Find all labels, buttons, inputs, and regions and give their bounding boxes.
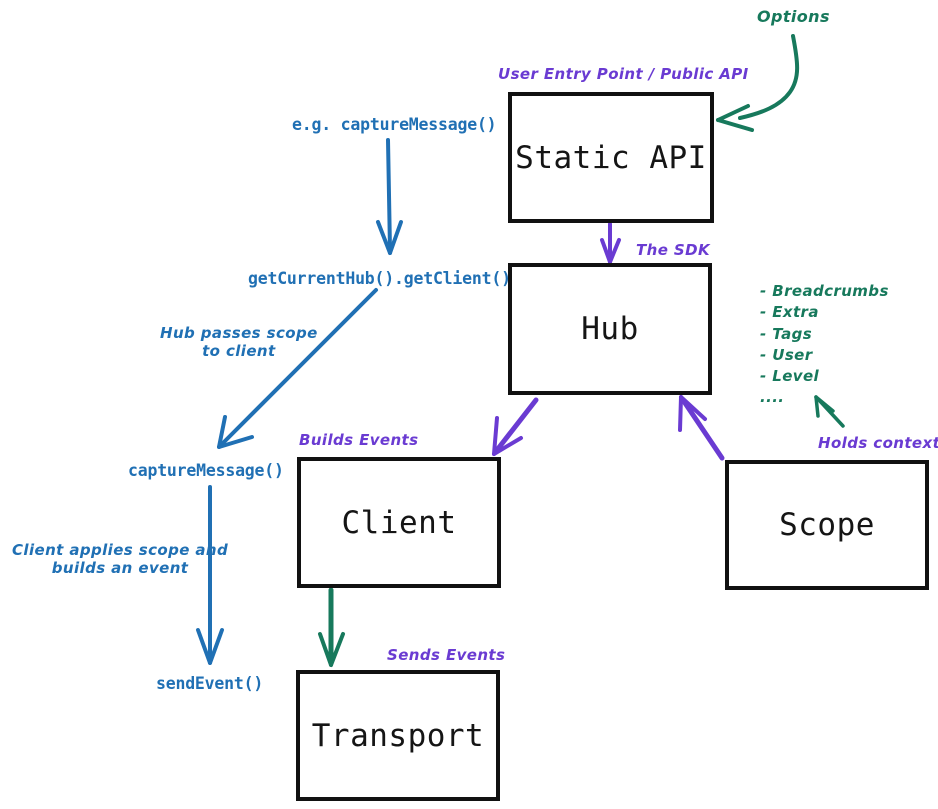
edge-hub-to-capture-message	[217, 288, 378, 449]
node-transport[interactable]: Transport	[296, 670, 500, 801]
scope-content-item: - User	[760, 345, 813, 364]
node-scope[interactable]: Scope	[725, 460, 929, 590]
edge-eg-call-down-arrow	[376, 138, 403, 255]
node-static-api[interactable]: Static API	[508, 92, 714, 223]
node-client[interactable]: Client	[297, 457, 501, 588]
annotation-holds-context: Holds context	[818, 434, 938, 452]
node-hub[interactable]: Hub	[508, 263, 712, 395]
edge-hub-to-client	[492, 397, 539, 456]
scope-content-item: - Level	[760, 367, 820, 386]
node-client-label: Client	[341, 504, 457, 541]
annotation-hub-passes-scope: Hub passes scope to client	[160, 324, 318, 360]
node-scope-label: Scope	[779, 507, 875, 543]
annotation-eg-capture-message: e.g. captureMessage()	[292, 115, 497, 134]
annotation-send-event: sendEvent()	[156, 674, 264, 693]
scope-content-item: - Extra	[760, 303, 819, 322]
scope-content-item: - Tags	[760, 324, 813, 343]
edge-scope-to-hub	[678, 395, 725, 461]
annotation-capture-message: captureMessage()	[128, 461, 284, 480]
annotation-client-applies-scope: Client applies scope and builds an event	[12, 541, 229, 577]
annotation-the-sdk: The SDK	[636, 241, 710, 259]
node-transport-label: Transport	[311, 717, 485, 754]
annotation-builds-events: Builds Events	[299, 431, 419, 449]
annotation-get-current-hub: getCurrentHub().getClient()	[248, 269, 511, 288]
node-static-api-label: Static API	[515, 139, 707, 176]
annotation-options: Options	[757, 7, 830, 26]
scope-content-item: ....	[760, 388, 785, 407]
annotation-user-entry-point: User Entry Point / Public API	[498, 65, 749, 83]
scope-contents-list: - Breadcrumbs - Extra - Tags - User - Level.…	[760, 281, 889, 409]
annotation-sends-events: Sends Events	[387, 646, 506, 664]
node-hub-label: Hub	[581, 311, 639, 347]
scope-content-item: - Breadcrumbs	[760, 282, 889, 300]
edge-client-to-transport	[318, 587, 345, 667]
edge-static-api-to-hub	[600, 222, 621, 264]
